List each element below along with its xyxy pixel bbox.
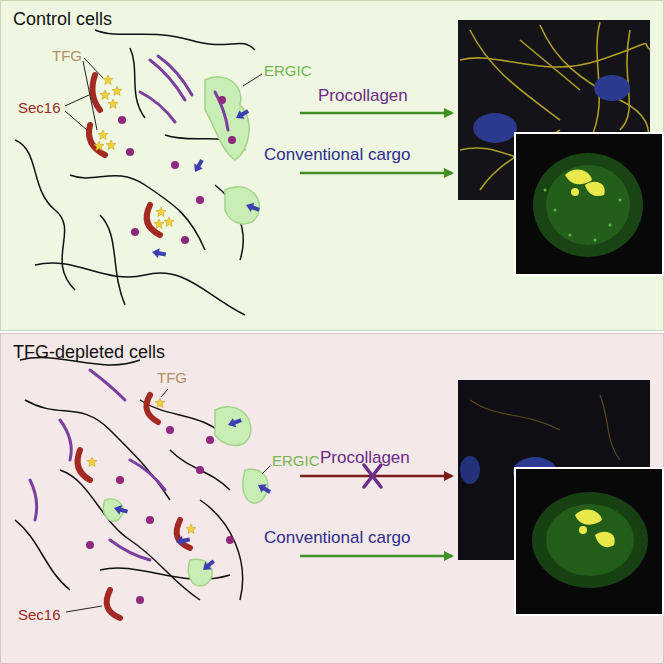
procollagen-arrow xyxy=(300,112,452,115)
label-box: Sec16 xyxy=(18,606,61,623)
leader-lines xyxy=(65,58,262,130)
figure-label: TFG xyxy=(52,47,82,64)
figure-label: TFG xyxy=(157,369,187,386)
cargo-arrows xyxy=(151,107,261,260)
label-box: Procollagen xyxy=(320,448,410,468)
cargo-dots xyxy=(86,426,234,604)
cargo-micrograph xyxy=(515,133,663,275)
label-box: TFG xyxy=(52,47,82,64)
cargo-arrow xyxy=(300,555,452,558)
er-tubules xyxy=(15,358,243,600)
figure-label: Sec16 xyxy=(18,99,61,116)
label-box: ERGIC xyxy=(264,62,312,79)
block-cross xyxy=(364,465,381,487)
cargo-arrow xyxy=(300,172,452,175)
label-box: ERGIC xyxy=(272,452,320,469)
cargo-arrows xyxy=(113,416,273,574)
figure-label: Conventional cargo xyxy=(264,145,410,164)
figure-label: Sec16 xyxy=(18,606,61,623)
panel-heading: Control cells xyxy=(13,9,112,30)
label-box: Procollagen xyxy=(318,86,408,106)
er-tubules xyxy=(15,30,255,315)
label-box: Conventional cargo xyxy=(264,145,410,165)
figure-label: Conventional cargo xyxy=(264,528,410,547)
tfg-stars xyxy=(87,398,196,534)
panel-heading: TFG-depleted cells xyxy=(13,342,165,363)
label-box: Conventional cargo xyxy=(264,528,410,548)
figure-label: ERGIC xyxy=(264,62,312,79)
cargo-dots xyxy=(118,96,236,244)
label-box: TFG xyxy=(157,369,187,386)
tfg-stars xyxy=(94,75,174,229)
ergic-blob xyxy=(205,77,259,224)
procollagen-rods xyxy=(30,370,165,560)
blocked-arrow xyxy=(300,475,452,478)
ergic-blob xyxy=(103,407,267,586)
sec16-arcs xyxy=(78,395,190,618)
label-box: Sec16 xyxy=(18,99,61,116)
figure-label: Procollagen xyxy=(318,86,408,105)
cargo-micrograph xyxy=(515,468,663,615)
sec16-arcs xyxy=(89,75,160,235)
figure-label: ERGIC xyxy=(272,452,320,469)
figure-label: Procollagen xyxy=(320,448,410,467)
procollagen-rods xyxy=(140,56,228,130)
leader-lines xyxy=(66,389,270,612)
